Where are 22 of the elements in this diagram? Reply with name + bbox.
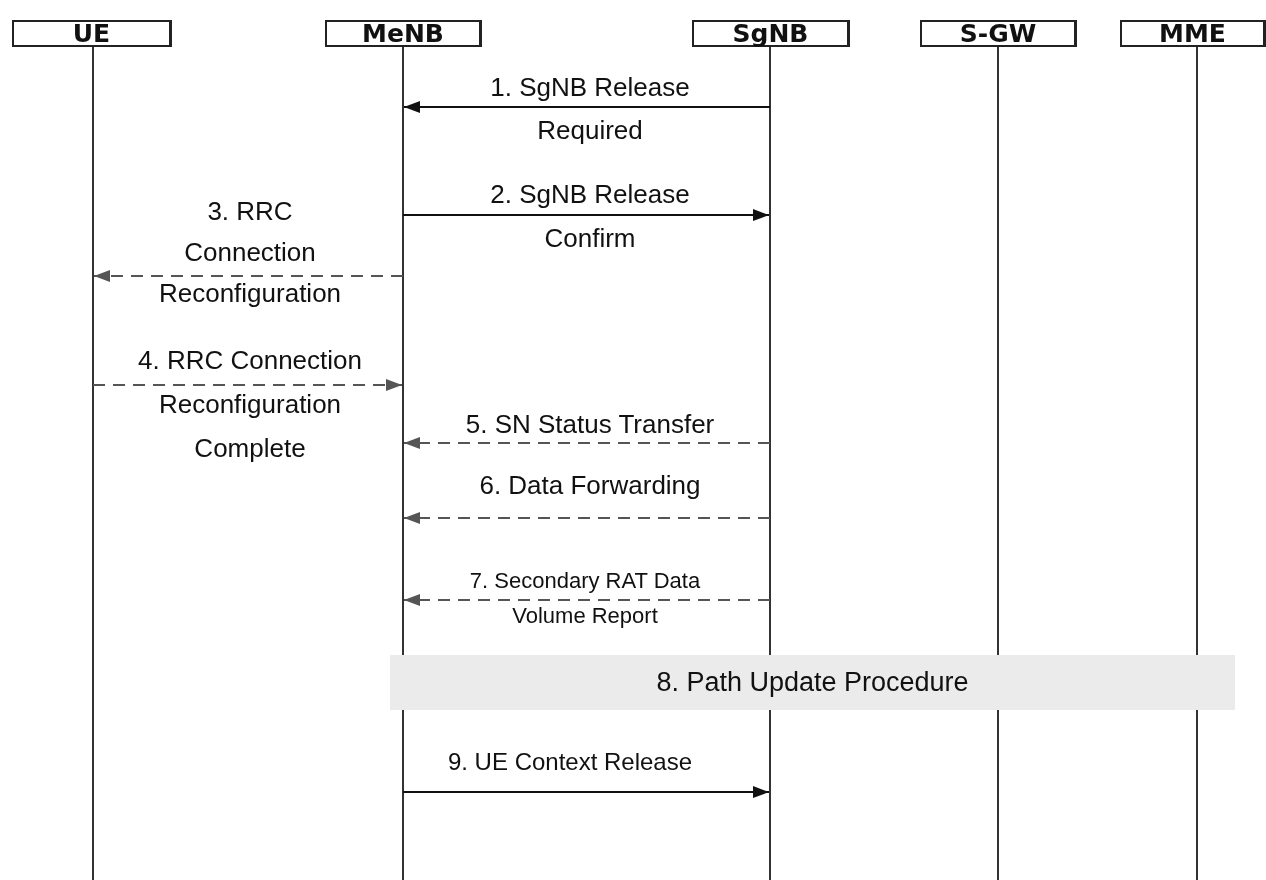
message-arrow: [92, 379, 403, 391]
message-arrow: [403, 594, 771, 606]
procedure-band: 8. Path Update Procedure: [390, 655, 1235, 710]
edge-label: 7. Secondary RAT Data Volume Report: [468, 567, 702, 630]
participant-box: MME: [1120, 20, 1266, 47]
message-arrow: [402, 209, 770, 221]
edge-label: 1. SgNB Release Required: [489, 71, 691, 147]
participant-box: UE: [12, 20, 172, 47]
edge-label: 4. RRC Connection Reconfiguration Complete: [137, 344, 363, 465]
edge-label: 3. RRC Connection Reconfiguration: [157, 195, 343, 310]
participant-box: S-GW: [920, 20, 1077, 47]
message-arrow: [402, 786, 770, 798]
message-arrow: [403, 101, 771, 113]
participant-box: MeNB: [325, 20, 482, 47]
edge-label: 9. UE Context Release: [446, 747, 694, 777]
edge-label: 5. SN Status Transfer: [464, 409, 716, 439]
edge-label: 2. SgNB Release Confirm: [489, 178, 691, 255]
message-arrow: [403, 437, 771, 449]
message-arrow: [93, 270, 404, 282]
participant-box: SgNB: [692, 20, 850, 47]
message-arrow: [403, 512, 771, 524]
edge-label: 6. Data Forwarding: [478, 470, 702, 500]
